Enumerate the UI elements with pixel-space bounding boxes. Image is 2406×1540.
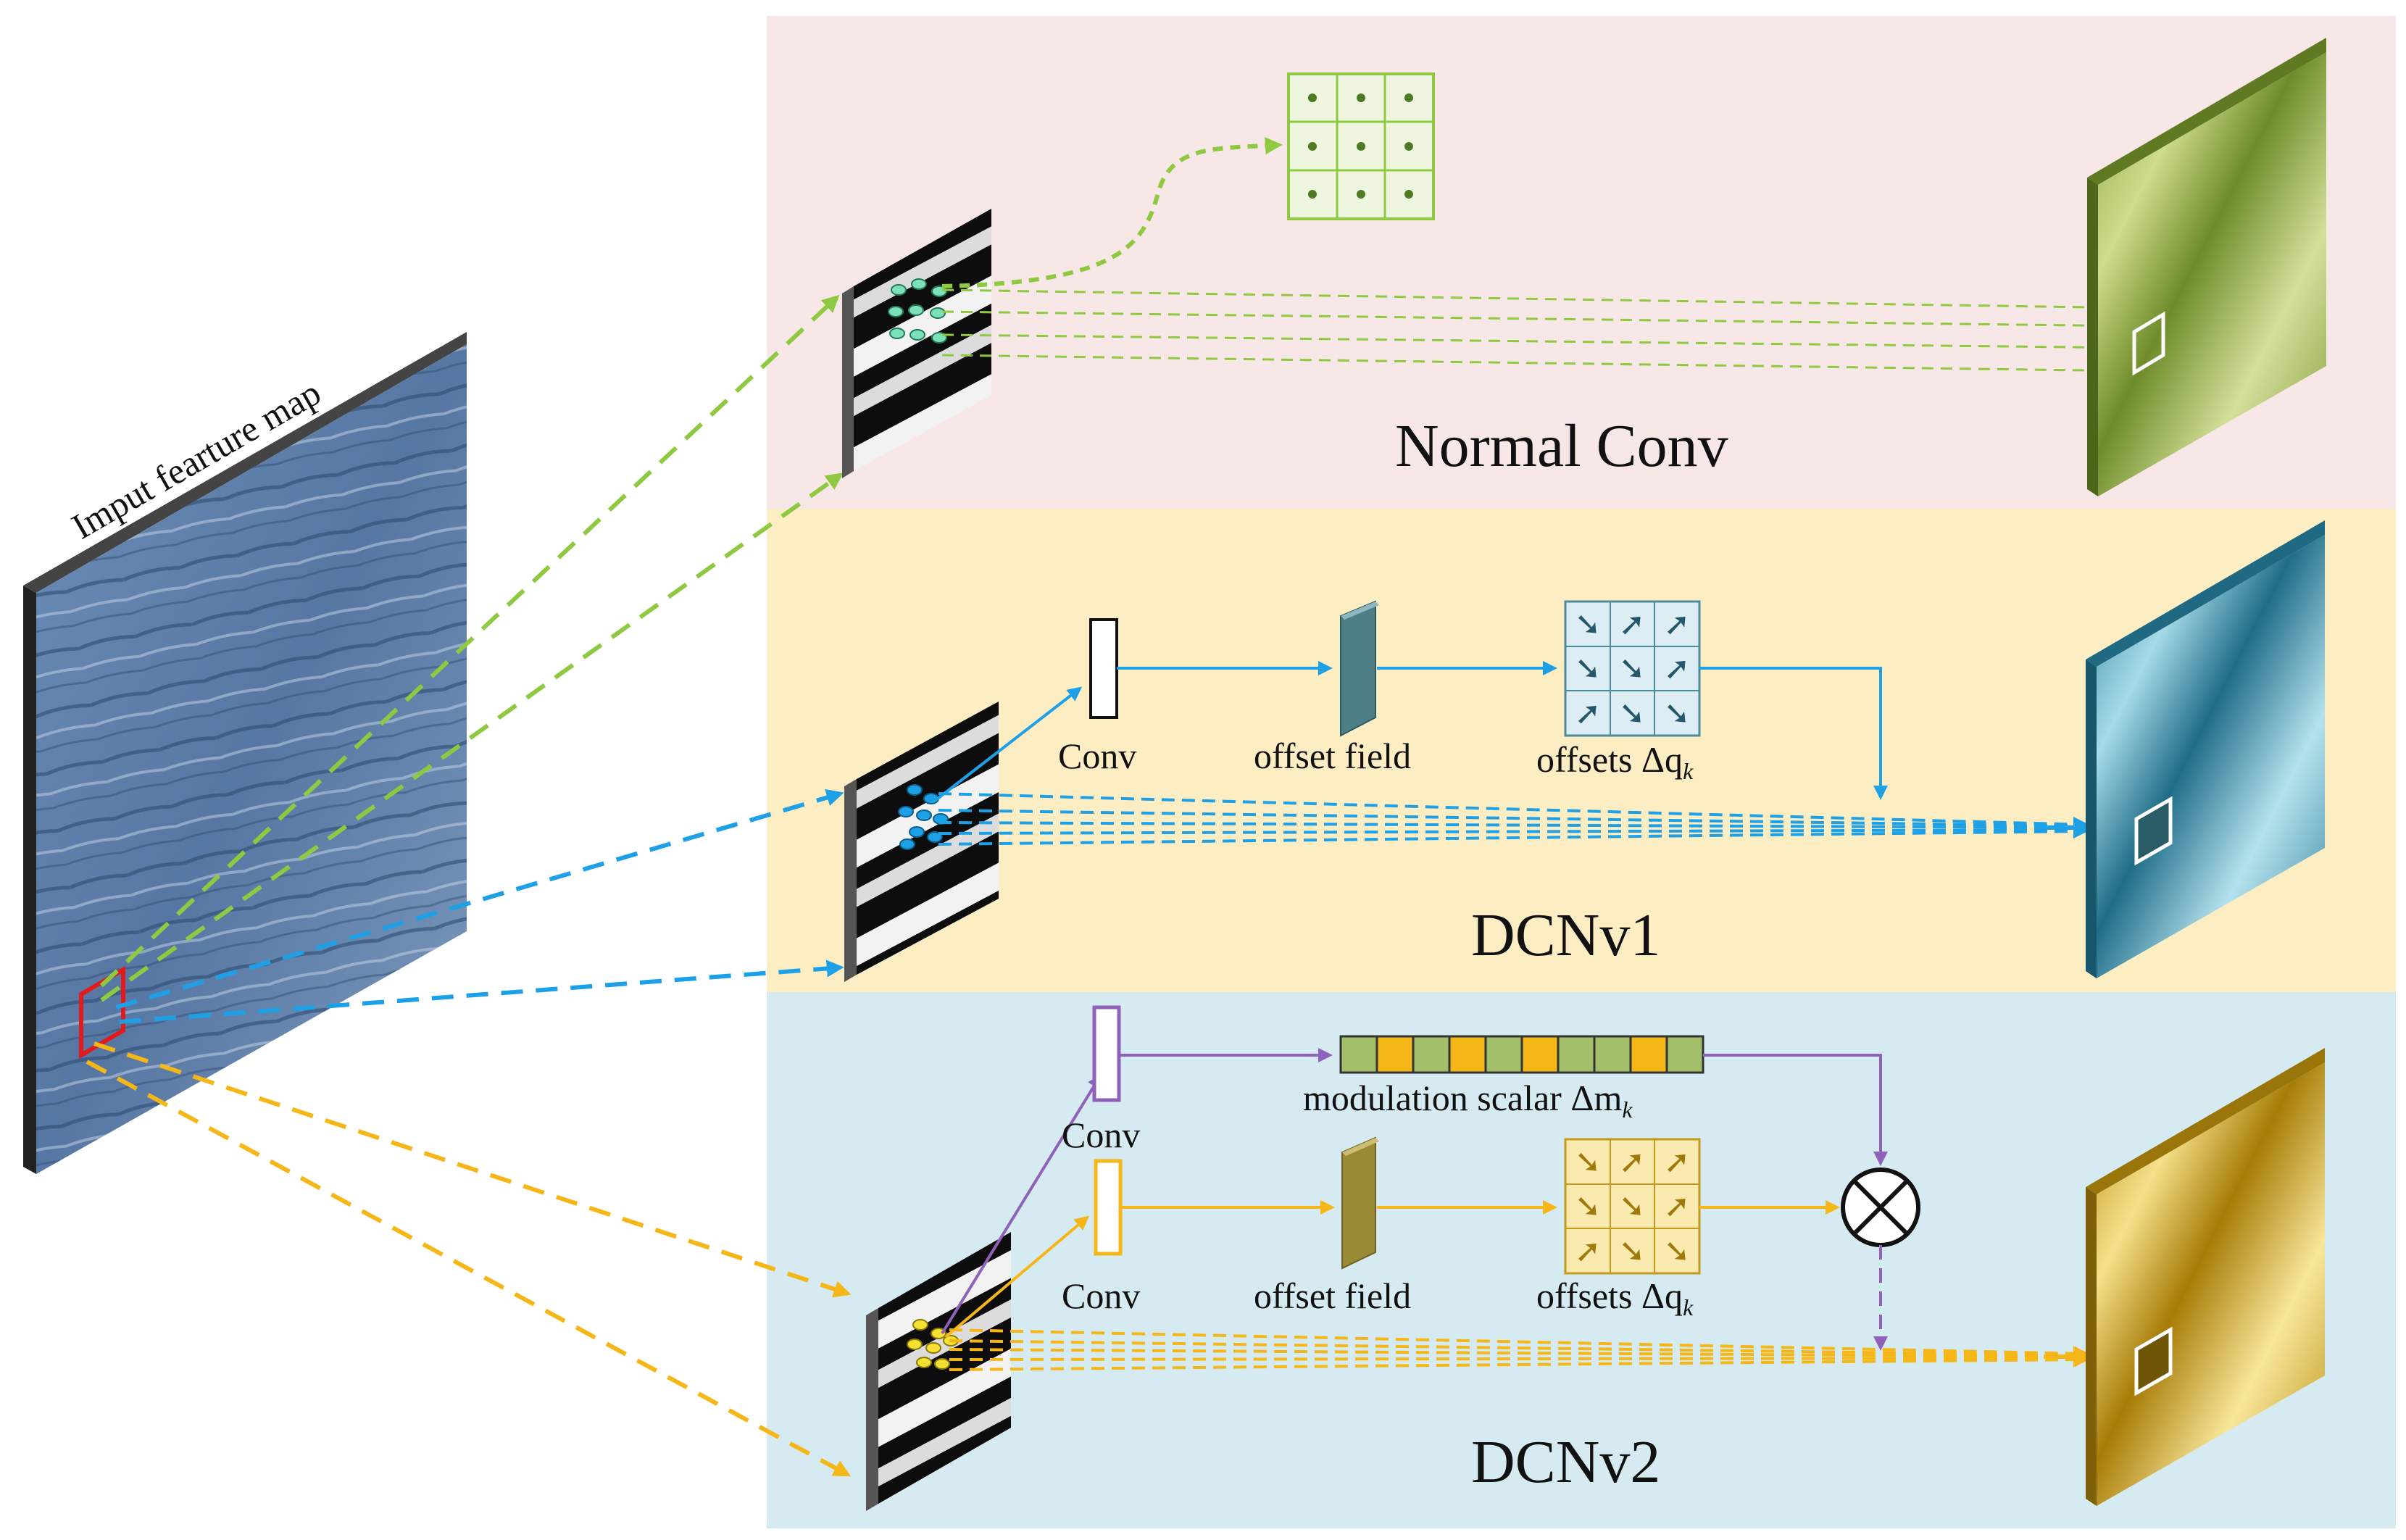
normal-conv-title: Normal Conv — [1395, 412, 1728, 480]
svg-text:➘: ➘ — [1619, 695, 1646, 732]
svg-text:➘: ➘ — [1619, 650, 1646, 687]
svg-text:➘: ➘ — [1619, 1188, 1646, 1225]
svg-text:➘: ➘ — [1619, 1233, 1646, 1270]
normal-to-kernel-arrow — [941, 137, 1283, 288]
dcnv1-output-map — [2086, 520, 2325, 978]
dcnv2-offset-field — [1341, 1136, 1379, 1270]
dcnv2-projection-lines — [949, 1328, 2088, 1371]
normal-patch — [842, 209, 991, 478]
dcnv2-title: DCNv2 — [1471, 1428, 1660, 1496]
input-to-dcnv2-arrows — [86, 1041, 852, 1477]
svg-text:➘: ➘ — [1575, 1188, 1602, 1225]
svg-text:➘: ➘ — [1664, 1233, 1691, 1270]
multiply-operator-icon — [1841, 1168, 1920, 1247]
dcnv2-offset-field-label: offset field — [1254, 1275, 1411, 1316]
svg-text:➚: ➚ — [1664, 1188, 1691, 1225]
dcnv1-offset-field — [1340, 600, 1379, 737]
dcnv2-output-map — [2086, 1048, 2325, 1506]
svg-text:➘: ➘ — [1664, 695, 1691, 732]
svg-text:➘: ➘ — [1575, 650, 1602, 687]
normal-sample-points — [888, 278, 947, 344]
input-feature-map — [23, 332, 467, 1174]
dcnv1-offsets-label: offsets Δqk — [1536, 739, 1694, 784]
dcnv1-conv-label: Conv — [1058, 736, 1136, 776]
dcnv2-offsets-grid: ➘ ➚ ➚ ➘ ➘ ➚ ➚ ➘ ➘ — [1564, 1138, 1701, 1275]
dcnv2-conv-top-label: Conv — [1062, 1115, 1140, 1155]
dcnv1-conv-box — [1089, 618, 1118, 719]
svg-text:➘: ➘ — [1575, 1144, 1602, 1181]
dcnv1-patch-to-conv-arrow — [933, 686, 1083, 802]
input-to-dcnv1-arrows — [115, 788, 844, 1024]
dcnv2-conv-top-box — [1092, 1005, 1121, 1102]
dcnv2-offsets-label: offsets Δqk — [1536, 1275, 1694, 1320]
normal-kernel-grid — [1287, 72, 1435, 220]
svg-text:➚: ➚ — [1664, 1144, 1691, 1181]
dcnv1-grid-to-output-arrow — [1699, 667, 1888, 800]
dcnv1-offsets-grid: ➘ ➚ ➚ ➘ ➘ ➚ ➚ ➘ ➘ — [1564, 600, 1701, 737]
svg-text:➚: ➚ — [1575, 1233, 1602, 1270]
svg-text:➚: ➚ — [1575, 695, 1602, 732]
dcnv1-title: DCNv1 — [1471, 902, 1660, 969]
svg-text:➚: ➚ — [1619, 606, 1646, 643]
svg-text:➚: ➚ — [1664, 606, 1691, 643]
input-to-normal-arrows — [99, 294, 844, 1002]
dcnv2-modulation-label: modulation scalar Δmk — [1303, 1078, 1633, 1123]
svg-text:➚: ➚ — [1664, 650, 1691, 687]
dcnv2-conv-bottom-label: Conv — [1062, 1275, 1140, 1316]
dcnv2-patch-to-conv-top-arrow — [941, 1073, 1102, 1335]
normal-projection-lines — [941, 288, 2139, 372]
dcnv2-conv-bottom-box — [1094, 1159, 1123, 1256]
svg-text:➘: ➘ — [1575, 606, 1602, 643]
svg-text:➚: ➚ — [1619, 1144, 1646, 1181]
dcnv2-patch-to-conv-bottom-arrow — [944, 1215, 1090, 1339]
normal-output-map — [2087, 38, 2326, 496]
dcnv1-projection-lines — [938, 792, 2088, 846]
dcnv2-modulation-scalar-bar — [1339, 1035, 1704, 1074]
dcnv1-offset-field-label: offset field — [1254, 736, 1411, 776]
dcnv2-modulation-to-multiply-arrow — [1703, 1054, 1888, 1166]
